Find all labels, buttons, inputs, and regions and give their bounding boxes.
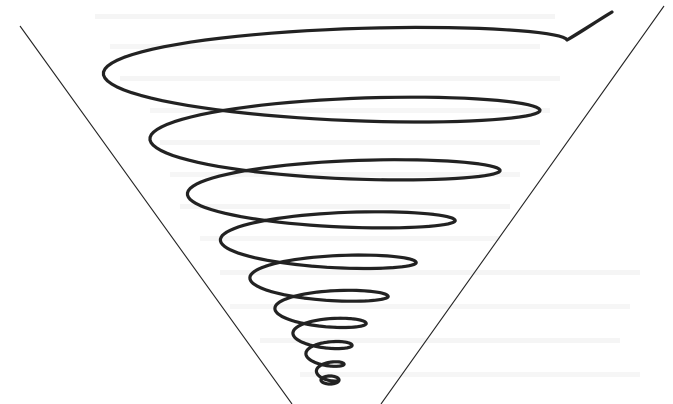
- funnel-left-edge: [20, 26, 292, 404]
- spiral: [104, 12, 613, 384]
- spiral-curve: [104, 12, 613, 384]
